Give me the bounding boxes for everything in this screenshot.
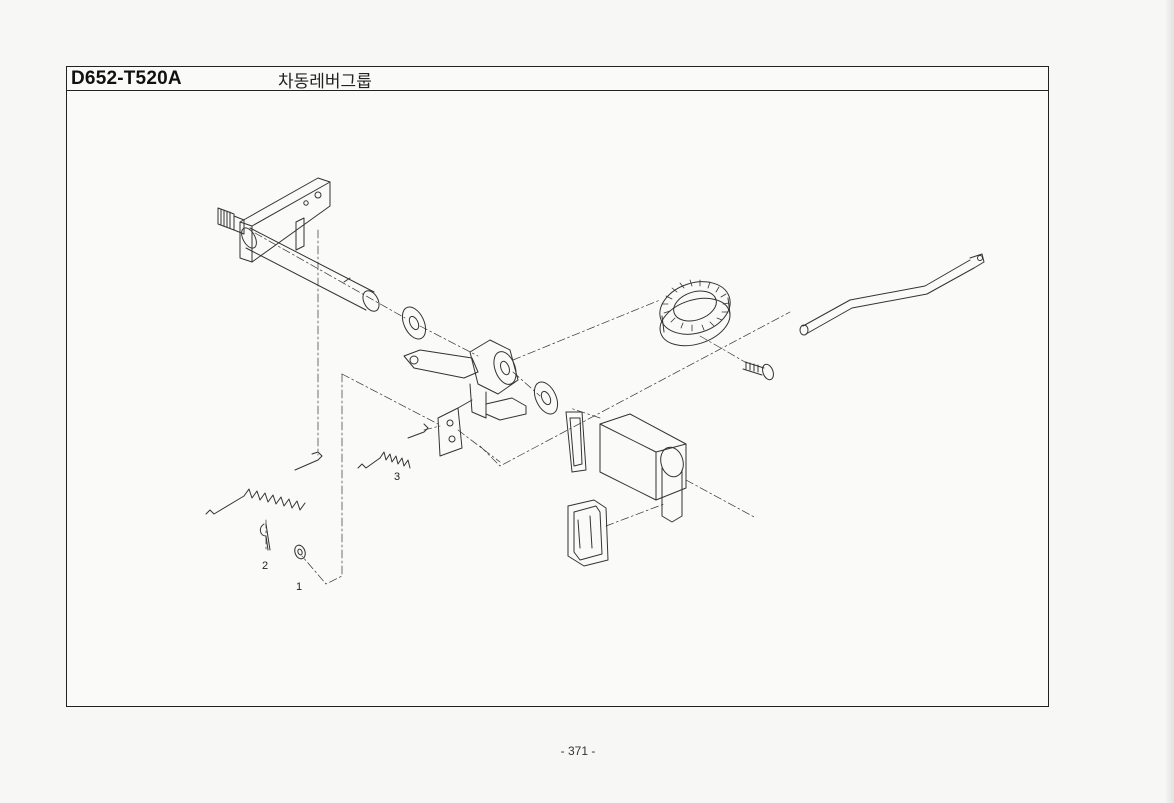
mounting-bracket bbox=[239, 177, 331, 263]
part-code: D652-T520A bbox=[71, 68, 182, 89]
toothed-gear bbox=[659, 279, 731, 347]
callout-1: 1 bbox=[296, 581, 302, 593]
short-spring bbox=[357, 423, 429, 469]
diagram-frame: D652-T520A 차동레버그룹 bbox=[66, 66, 1049, 707]
page-edge bbox=[1166, 0, 1174, 803]
screw bbox=[742, 361, 774, 381]
group-title: 차동레버그룹 bbox=[278, 72, 372, 92]
connecting-rod bbox=[799, 253, 985, 336]
main-shaft bbox=[241, 227, 380, 312]
cotter-pin bbox=[259, 523, 271, 551]
small-washer bbox=[294, 544, 306, 560]
page-number: - 371 - bbox=[560, 744, 596, 758]
assembly-lines bbox=[254, 229, 791, 585]
rubber-cap bbox=[567, 499, 609, 567]
header-bar: D652-T520A 차동레버그룹 bbox=[67, 67, 1048, 92]
callout-2: 2 bbox=[262, 560, 268, 572]
lever-bracket bbox=[437, 399, 473, 457]
guide-block bbox=[599, 413, 687, 523]
long-spring bbox=[205, 451, 323, 515]
threaded-stud bbox=[217, 207, 245, 235]
washer-1 bbox=[401, 306, 427, 340]
washer-2 bbox=[533, 381, 559, 415]
differential-lever bbox=[403, 339, 527, 421]
gasket bbox=[565, 411, 587, 473]
callout-3: 3 bbox=[394, 471, 400, 483]
